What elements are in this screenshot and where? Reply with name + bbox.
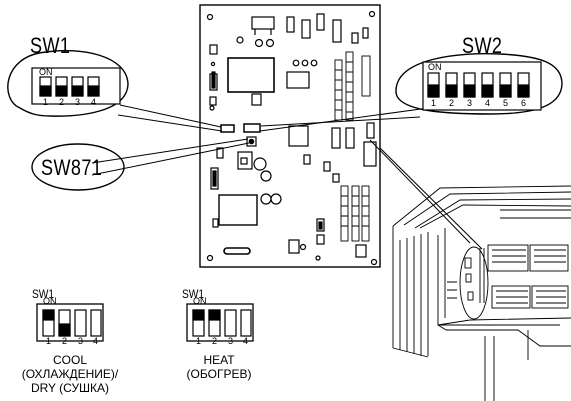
- indoor-unit-illustration: [392, 185, 571, 401]
- cool-dry-switch-number: 1: [46, 336, 52, 346]
- circuit-board: [199, 4, 381, 268]
- cool-dry-mode-line: (ОХЛАЖДЕНИЕ)/: [21, 367, 119, 381]
- cool-dry-switch-number: 4: [93, 336, 99, 346]
- sw2-switch-number: 5: [503, 98, 509, 108]
- cool-dry-dip: [36, 303, 104, 342]
- heat-switch-number: 4: [243, 336, 249, 346]
- heat-mode-line: HEAT: [203, 353, 235, 367]
- sw871-callout-title: SW871: [41, 155, 103, 180]
- sw2-switch-number: 6: [521, 98, 527, 108]
- heat-mode-line: (ОБОГРЕВ): [186, 367, 252, 381]
- heat-switch-number: 3: [228, 336, 234, 346]
- cool-dry-on-label: ON: [43, 296, 57, 306]
- sw2-callout-title: SW2: [462, 33, 503, 58]
- sw2-callout-frame: [395, 52, 563, 115]
- sw2-switch-number: 2: [449, 98, 455, 108]
- sw2-switch-number: 3: [467, 98, 473, 108]
- cool-dry-mode-line: DRY (СУШКА): [30, 381, 110, 395]
- sw1-switch-number: 3: [75, 97, 81, 107]
- heat-switch-number: 2: [212, 336, 218, 346]
- heat-switch-number: 1: [196, 336, 202, 346]
- cool-dry-switch-label: SW1: [32, 287, 55, 301]
- leader-lines: [91, 104, 483, 250]
- sw1-switch-number: 4: [91, 97, 97, 107]
- sw871-callout-frame: [31, 143, 125, 191]
- heat-on-label: ON: [193, 296, 207, 306]
- sw2-switch-number: 1: [431, 98, 437, 108]
- cool-dry-mode-line: COOL: [52, 353, 88, 367]
- sw2-switch-number: 4: [485, 98, 491, 108]
- sw1-switch-number: 2: [59, 97, 65, 107]
- sw1-callout-dip: [31, 67, 121, 105]
- sw1-switch-number: 1: [43, 97, 49, 107]
- cool-dry-switch-number: 3: [78, 336, 84, 346]
- sw1-callout-frame: [7, 49, 129, 117]
- heat-switch-label: SW1: [182, 287, 205, 301]
- cool-dry-switch-number: 2: [62, 336, 68, 346]
- sw2-callout-dip: [422, 61, 542, 111]
- heat-dip: [186, 303, 254, 342]
- sw2-on-label: ON: [428, 62, 442, 72]
- sw1-on-label: ON: [39, 67, 53, 77]
- sw1-callout-title: SW1: [30, 33, 71, 58]
